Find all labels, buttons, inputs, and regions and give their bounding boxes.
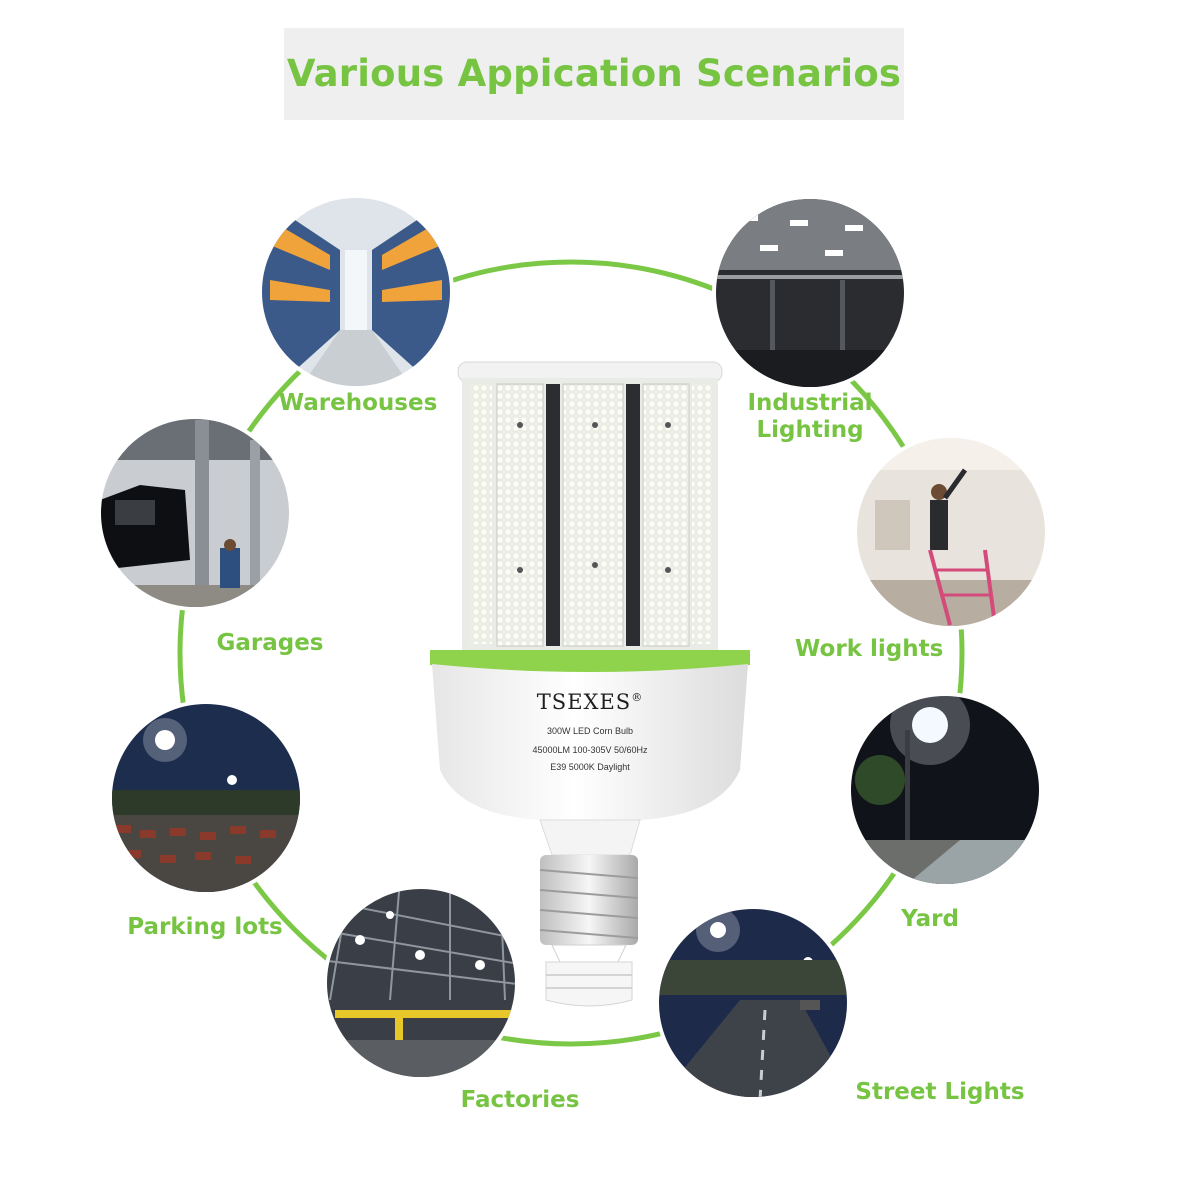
photo-warehouses <box>258 194 454 390</box>
bulb-spec-2: 45000LM 100-305V 50/60Hz <box>532 745 648 755</box>
connector-ring <box>177 259 965 1047</box>
registered-mark: ® <box>631 691 644 704</box>
label-industrial-line2: Lighting <box>756 417 864 443</box>
photo-parking-lots <box>108 700 304 896</box>
photo-street-lights <box>655 905 851 1101</box>
brand-name: TSEXES <box>536 690 632 714</box>
photo-work-lights <box>853 434 1049 630</box>
photo-industrial-lighting <box>712 195 908 391</box>
bulb-spec-3: E39 5000K Daylight <box>550 762 630 772</box>
page-title: Various Appication Scenarios <box>286 52 902 95</box>
label-industrial-line1: Industrial <box>747 390 873 416</box>
bulb-brand: TSEXES® <box>520 690 660 714</box>
photo-yard <box>847 692 1043 888</box>
bulb-spec-1: 300W LED Corn Bulb <box>546 726 634 736</box>
label-parking-lots: Parking lots <box>127 914 283 940</box>
label-factories: Factories <box>460 1087 580 1113</box>
label-work-lights: Work lights <box>795 636 944 662</box>
label-warehouses: Warehouses <box>278 390 438 416</box>
photo-factories <box>323 885 519 1081</box>
label-yard: Yard <box>901 906 959 932</box>
photo-garages <box>97 415 293 611</box>
corn-bulb-product <box>430 361 750 1007</box>
title-banner: Various Appication Scenarios <box>284 28 904 120</box>
label-garages: Garages <box>216 630 324 656</box>
label-street-lights: Street Lights <box>855 1079 1025 1105</box>
label-industrial-lighting: Industrial Lighting <box>740 390 880 444</box>
